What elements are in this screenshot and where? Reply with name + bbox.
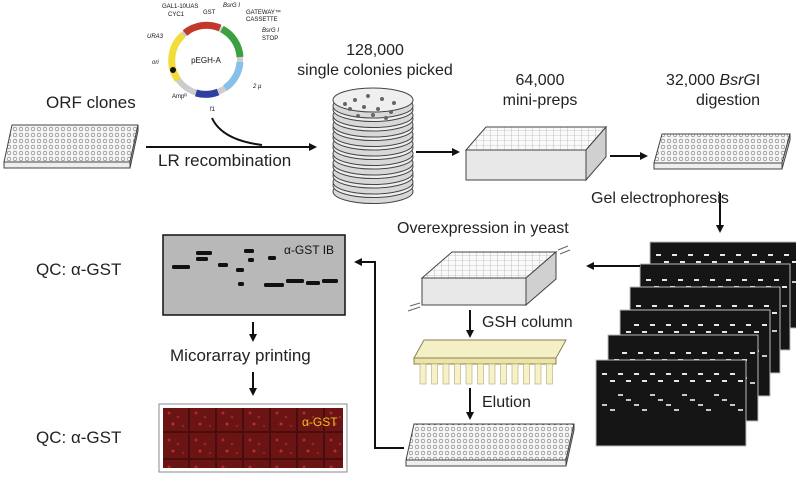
gsh-column <box>477 363 484 385</box>
overexpression-label: Overexpression in yeast <box>397 220 569 237</box>
plasmid-f1-label: f1 <box>210 107 216 113</box>
gsh-column-plate <box>413 339 567 385</box>
plasmid-gst-segment <box>182 21 222 36</box>
blot-band <box>306 281 320 285</box>
plasmid-bsrg-right-label: BsrG I <box>262 28 279 34</box>
plasmid-cyc-label: CYC1 <box>168 12 185 18</box>
blot-band <box>196 257 208 261</box>
elution-plate <box>405 423 575 467</box>
digestion-count: 32,000 <box>666 72 715 89</box>
colony-dot <box>348 107 352 111</box>
colony-dot <box>353 98 357 102</box>
orf-plate <box>3 124 139 169</box>
plasmid-cassette-label: CASSETTE <box>246 17 278 23</box>
lr-recombination-label: LR recombination <box>158 151 292 170</box>
colony-dot <box>356 114 360 118</box>
elution-to-qc-arrow <box>354 258 404 449</box>
gel-image <box>595 359 747 447</box>
gsh-column <box>511 363 519 385</box>
colony-dot <box>376 107 380 111</box>
western-blot: α-GST IB <box>162 234 346 316</box>
blot-band <box>236 268 244 272</box>
blot-band <box>286 279 304 283</box>
plasmid-2mu-segment <box>222 61 244 91</box>
colony-dot <box>362 105 366 109</box>
gsh-column <box>442 363 450 385</box>
plasmid-gateway-label: GATEWAY™ <box>246 9 281 16</box>
colony-dot <box>389 110 393 114</box>
plasmid-2mu-label: 2 µ <box>252 84 262 90</box>
minipreps-label: mini-preps <box>502 92 578 109</box>
gel-electrophoresis-label: Gel electrophoresis <box>591 190 729 207</box>
blot-band <box>244 249 254 253</box>
plasmid-to-lr-arrow <box>211 117 263 146</box>
plasmid-f1-segment <box>195 88 220 98</box>
plasmid-gst-label: GST <box>203 10 216 16</box>
blot-band <box>196 251 212 255</box>
gsh-column <box>454 363 461 385</box>
qc-array-label: QC: α-GST <box>36 428 122 447</box>
gsh-column <box>431 363 438 385</box>
miniprep-block <box>464 125 608 182</box>
digestion-enzyme-suffix: I <box>755 72 761 89</box>
digestion-title: 32,000 BsrGI <box>666 72 760 90</box>
colony-dot <box>371 113 375 117</box>
plasmid-bsrg-top-label: BsrG I <box>223 3 240 9</box>
gsh-column <box>500 363 507 385</box>
plasmid-name: pEGH-A <box>191 56 221 65</box>
digestion-enzyme: BsrG <box>719 72 756 89</box>
colonies-label: single colonies picked <box>297 62 453 79</box>
gsh-column <box>488 363 496 385</box>
blot-band <box>172 265 190 269</box>
qc-western-label: QC: α-GST <box>36 260 122 279</box>
gsh-column <box>465 363 473 385</box>
elution-label: Elution <box>482 394 531 411</box>
protein-microarray: α-GST <box>158 403 348 473</box>
plasmid-map: pEGH-A GAL1-10UAS CYC1 GST BsrG I GATEWA… <box>147 3 281 113</box>
colony-dot <box>366 94 370 98</box>
orf-clones-label: ORF clones <box>46 93 136 112</box>
digestion-plate <box>653 133 791 170</box>
blot-band <box>248 258 254 262</box>
colony-dot <box>343 102 347 106</box>
colony-dot <box>380 97 384 101</box>
plasmid-gal-label: GAL1-10UAS <box>162 4 198 10</box>
plasmid-stop-label: STOP <box>262 36 278 42</box>
blot-band <box>238 282 244 286</box>
plasmid-ura3-segment <box>168 32 186 83</box>
blot-band <box>268 256 276 260</box>
blot-band <box>322 279 338 283</box>
overexpression-block <box>407 245 571 312</box>
plasmid-gateway-segment <box>220 25 244 58</box>
gsh-column <box>523 363 530 385</box>
gsh-column-label: GSH column <box>482 314 573 331</box>
petri-dish-stack <box>332 87 414 204</box>
digestion-label: digestion <box>696 92 761 109</box>
gsh-column <box>546 363 553 385</box>
plasmid-ori-label: ori <box>152 60 159 66</box>
blot-band <box>264 283 284 287</box>
gel-stack <box>595 241 796 447</box>
minipreps-count: 64,000 <box>515 72 565 89</box>
gsh-column <box>419 363 427 385</box>
plasmid-ura-label: URA3 <box>147 34 164 40</box>
blot-label: α-GST IB <box>284 243 334 257</box>
blot-band <box>218 263 228 267</box>
gsh-column <box>534 363 542 385</box>
microarray-printing-label: Micorarray printing <box>170 346 311 365</box>
plasmid-amp-label: Ampᴿ <box>172 93 187 100</box>
colony-dot <box>392 101 396 105</box>
colony-dot <box>384 116 388 120</box>
plasmid-ori-dot <box>170 67 176 73</box>
colonies-count: 128,000 <box>346 42 404 59</box>
array-tag: α-GST <box>302 415 338 429</box>
